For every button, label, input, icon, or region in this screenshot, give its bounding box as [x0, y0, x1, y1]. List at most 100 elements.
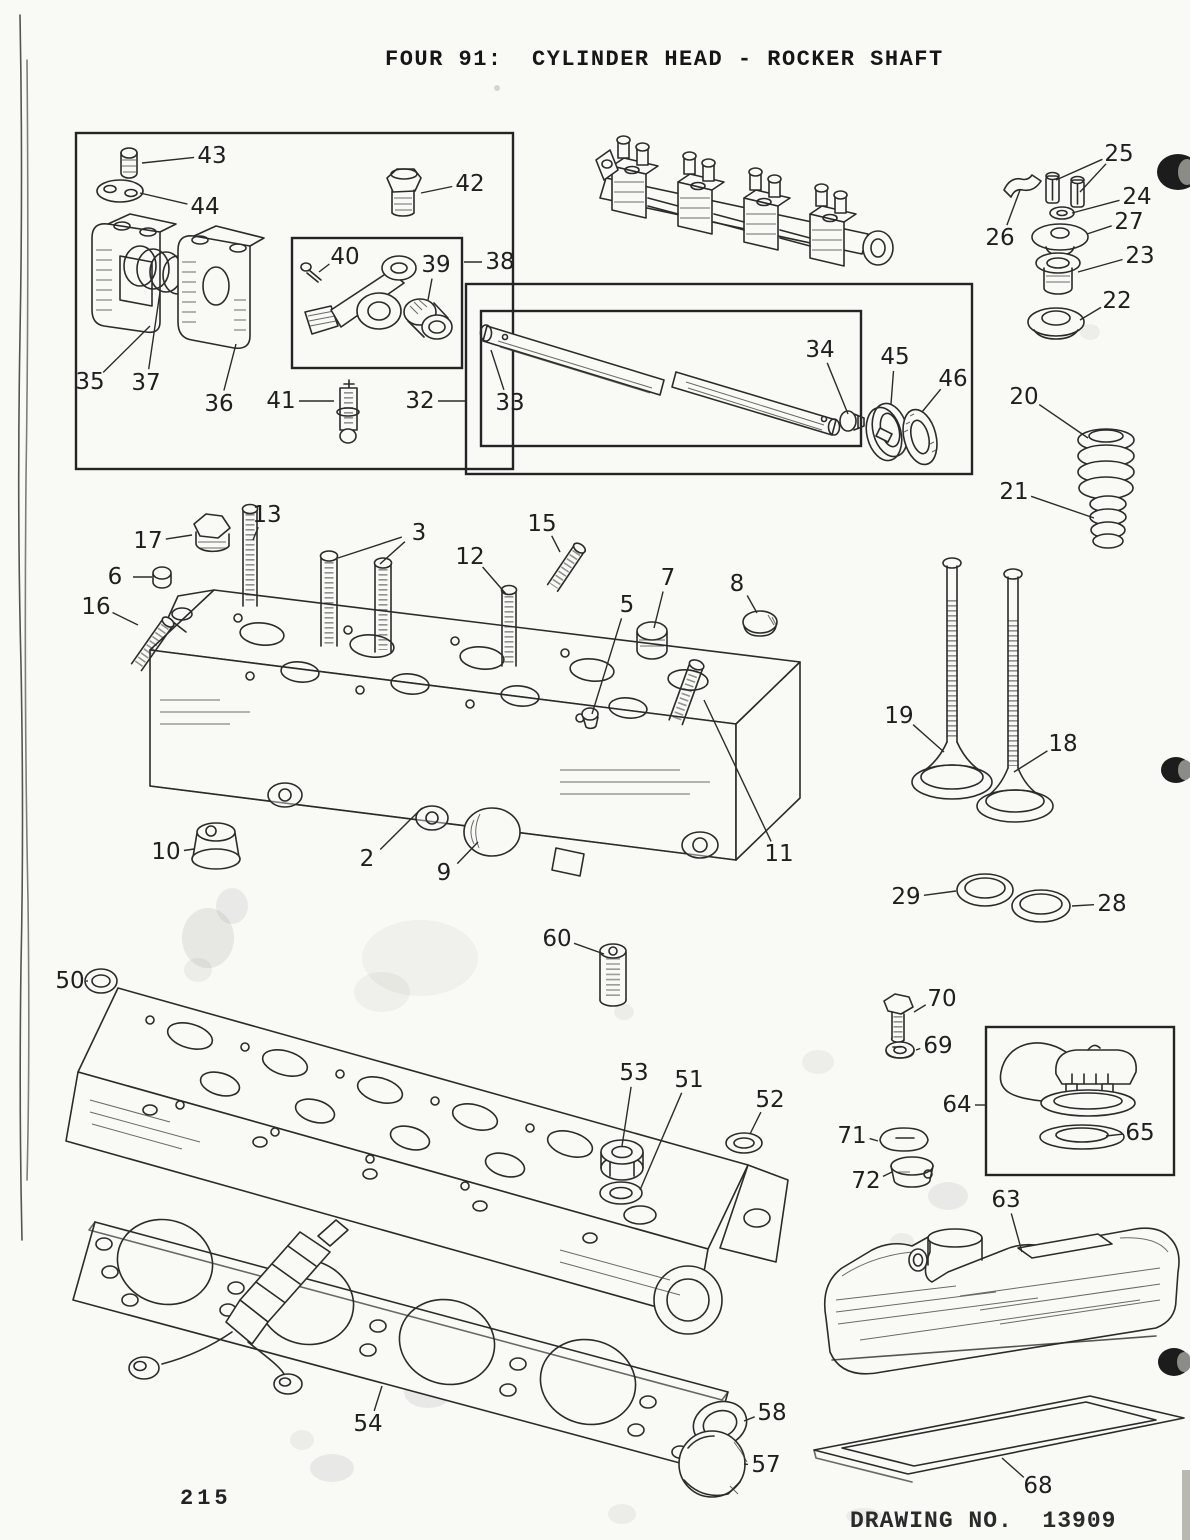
nut-53 [600, 1139, 644, 1181]
breather-assembly-64 [999, 1042, 1137, 1117]
part-callout-25: 25 [1104, 141, 1133, 167]
part-callout-72: 72 [851, 1168, 880, 1194]
part-callout-2: 2 [360, 846, 375, 872]
rocker-cover-63 [823, 1227, 1180, 1375]
inlet-valve-18 [976, 568, 1054, 823]
callout-leader-line [1038, 404, 1089, 439]
valve-seal-ring-22 [1027, 307, 1085, 340]
part-callout-39: 39 [421, 252, 450, 278]
callout-leader-line [551, 535, 561, 553]
rocker-pedestal-35 [91, 213, 177, 334]
cylinder-head-lower-view [65, 987, 789, 1335]
plug-7 [636, 621, 668, 660]
callout-leader-line [869, 1137, 879, 1142]
callout-leader-line [912, 724, 945, 753]
part-callout-40: 40 [330, 244, 359, 270]
valve-spring-clip-26 [1003, 174, 1042, 198]
part-callout-64: 64 [942, 1092, 971, 1118]
inner-valve-spring-21 [1089, 495, 1127, 549]
cylinder-head-top-view [149, 589, 801, 877]
part-callout-21: 21 [999, 479, 1028, 505]
part-callout-18: 18 [1048, 731, 1077, 757]
washer-52 [725, 1132, 763, 1154]
rocker-bushing-39 [403, 298, 453, 340]
callout-leader-line [882, 1171, 893, 1178]
callout-leader-line [915, 1047, 921, 1051]
callout-leader-line [183, 848, 195, 852]
shaft-screw-34 [839, 410, 865, 432]
callout-leader-line [1105, 1133, 1123, 1137]
callout-leader-line [337, 536, 403, 559]
part-callout-69: 69 [923, 1033, 952, 1059]
callout-leader-line [621, 1086, 632, 1147]
part-callout-68: 68 [1023, 1473, 1052, 1499]
plug-5 [581, 707, 599, 730]
part-callout-11: 11 [764, 841, 793, 867]
part-callout-52: 52 [755, 1087, 784, 1113]
part-callout-19: 19 [884, 703, 913, 729]
tappet-adjusting-screw-41 [336, 379, 360, 444]
rocker-pedestal-36 [177, 225, 265, 350]
part-callout-16: 16 [81, 594, 110, 620]
dowel-6 [152, 566, 172, 589]
part-callout-6: 6 [108, 564, 123, 590]
part-callout-46: 46 [938, 366, 967, 392]
callout-leader-line [1013, 750, 1048, 773]
part-callout-63: 63 [991, 1187, 1020, 1213]
drawing-number: DRAWING NO. 13909 [850, 1508, 1117, 1534]
rocker-arm-assembly-38 [304, 255, 417, 335]
cap-71 [879, 1127, 929, 1152]
callout-leader-line [923, 890, 957, 896]
part-callout-65: 65 [1125, 1120, 1154, 1146]
valve-guide-cup-23 [1035, 252, 1081, 295]
head-gasket-54 [72, 1218, 729, 1471]
callout-leader-line [1077, 258, 1123, 273]
part-callout-8: 8 [730, 571, 745, 597]
part-callout-54: 54 [353, 1411, 382, 1437]
tab-washer-44 [96, 179, 144, 203]
part-callout-36: 36 [204, 391, 233, 417]
cap-nut-72 [890, 1156, 934, 1188]
part-callout-15: 15 [527, 511, 556, 537]
spring-washer-45 [865, 402, 909, 462]
part-callout-27: 27 [1114, 209, 1143, 235]
callout-leader-line [1006, 189, 1021, 226]
callout-leader-line [379, 807, 423, 850]
part-callout-7: 7 [661, 565, 676, 591]
part-callout-43: 43 [197, 143, 226, 169]
binding-edge [17, 14, 30, 1241]
valve-washer-24 [1049, 206, 1075, 220]
callout-leader-line [379, 541, 406, 565]
part-callout-32: 32 [405, 388, 434, 414]
part-callout-34: 34 [805, 337, 834, 363]
callout-leader-line [1071, 199, 1120, 214]
part-callout-17: 17 [133, 528, 162, 554]
part-callout-13: 13 [252, 502, 281, 528]
callout-leader-line [223, 343, 237, 391]
part-callout-23: 23 [1125, 243, 1154, 269]
part-callout-58: 58 [757, 1400, 786, 1426]
valve-seat-insert-28 [1011, 889, 1071, 923]
bolt-70 [883, 993, 914, 1043]
callout-leader-line [427, 278, 433, 301]
part-callout-10: 10 [151, 839, 180, 865]
callout-leader-line [141, 156, 195, 164]
grouping-boxes [74, 131, 1176, 1177]
callout-leader-line [1030, 495, 1095, 519]
union-nut-42 [386, 168, 422, 217]
callout-leader-line [318, 263, 330, 273]
callout-leader-line [1071, 904, 1095, 907]
callout-leader-line [591, 618, 623, 715]
outer-valve-spring-20 [1077, 428, 1135, 500]
callout-leader-line [703, 699, 772, 842]
part-callout-70: 70 [927, 986, 956, 1012]
callout-leader-line [1001, 1457, 1025, 1478]
callout-leader-line [573, 942, 605, 955]
part-callout-60: 60 [542, 926, 571, 952]
part-callout-50: 50 [55, 968, 84, 994]
cover-gasket-68 [813, 1395, 1185, 1483]
part-callout-3: 3 [412, 520, 427, 546]
part-callout-35: 35 [75, 369, 104, 395]
